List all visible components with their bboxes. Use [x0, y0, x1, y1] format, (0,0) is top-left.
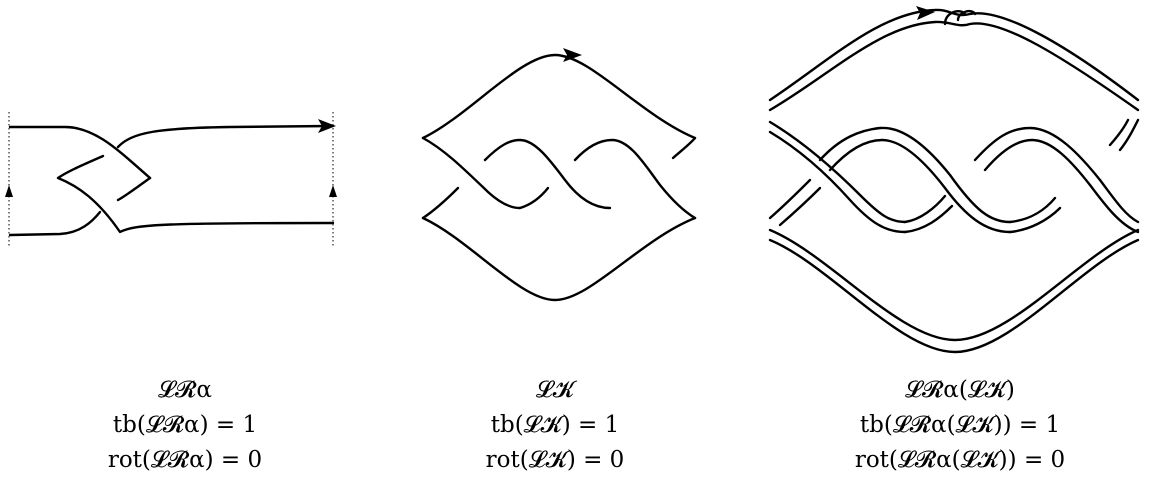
satellite-twist-a1: [768, 120, 907, 224]
left-boundary-arrow: [5, 185, 13, 197]
knot-left-cusp-upper: [421, 136, 522, 210]
satellite-twist-d1: [973, 126, 1140, 224]
rot-invariant: rot(𝓛𝓡α(𝓛𝓚)) = 0: [854, 447, 1066, 473]
satellite-twist-b1: [818, 126, 1012, 224]
rot-invariant: rot(𝓛𝓚) = 0: [485, 447, 625, 473]
tangle-diagram: [5, 112, 337, 246]
satellite-clasp: [943, 9, 977, 26]
tangle-top-right-strand: [116, 124, 332, 149]
caption-knot: 𝓛𝓚 tb(𝓛𝓚) = 1 rot(𝓛𝓚) = 0: [375, 373, 735, 478]
knot-diagram: [421, 48, 697, 302]
tb-invariant: tb(𝓛𝓡α) = 1: [112, 412, 258, 438]
knot-orientation-arrow: [563, 48, 582, 62]
satellite-twist-a2: [768, 130, 907, 234]
rot-invariant: rot(𝓛𝓡α) = 0: [107, 447, 263, 473]
satellite-twist-c1: [903, 194, 947, 224]
knot-right-cusp-upper: [671, 136, 697, 160]
diagram-label: 𝓛𝓡α(𝓛𝓚): [905, 377, 1015, 403]
tangle-lower-over-strand: [116, 176, 152, 202]
knot-twist-2: [518, 186, 550, 210]
satellite-right-strand-upper: [1108, 118, 1140, 152]
tangle-cusp-strand: [56, 154, 335, 234]
satellite-lower-arc-outer: [768, 228, 1140, 342]
satellite-twist-e2: [1008, 206, 1062, 234]
diagram-label: 𝓛𝓡α: [158, 377, 212, 403]
satellite-orientation-arrow: [916, 6, 935, 20]
caption-satellite: 𝓛𝓡α(𝓛𝓚) tb(𝓛𝓡α(𝓛𝓚)) = 1 rot(𝓛𝓡α(𝓛𝓚)) = 0: [780, 373, 1140, 478]
knot-left-cusp-lower: [421, 186, 460, 220]
satellite-upper-arc-inner: [768, 20, 1140, 112]
diagram-label: 𝓛𝓚: [535, 377, 575, 403]
satellite-diagram: [768, 6, 1140, 354]
knot-lower-arc: [421, 216, 697, 302]
knot-twist-1: [483, 138, 612, 210]
satellite-twist-b2: [828, 138, 1012, 234]
satellite-left-strand-lower: [768, 178, 822, 227]
satellite-twist-e1: [1008, 196, 1057, 224]
caption-tangle: 𝓛𝓡α tb(𝓛𝓡α) = 1 rot(𝓛𝓡α) = 0: [5, 373, 365, 478]
right-boundary-arrow: [329, 185, 337, 197]
tb-invariant: tb(𝓛𝓡α(𝓛𝓚)) = 1: [859, 412, 1061, 438]
knot-upper-arc: [421, 53, 697, 140]
satellite-twist-d2: [983, 138, 1140, 234]
tangle-bottom-left-strand: [8, 210, 102, 237]
tangle-top-strand: [8, 125, 152, 180]
satellite-lower-arc-inner: [768, 238, 1140, 354]
tangle-orientation-arrow: [318, 119, 336, 133]
knot-twist-3: [573, 138, 697, 220]
tb-invariant: tb(𝓛𝓚) = 1: [490, 412, 620, 438]
satellite-twist-c2: [903, 204, 954, 234]
